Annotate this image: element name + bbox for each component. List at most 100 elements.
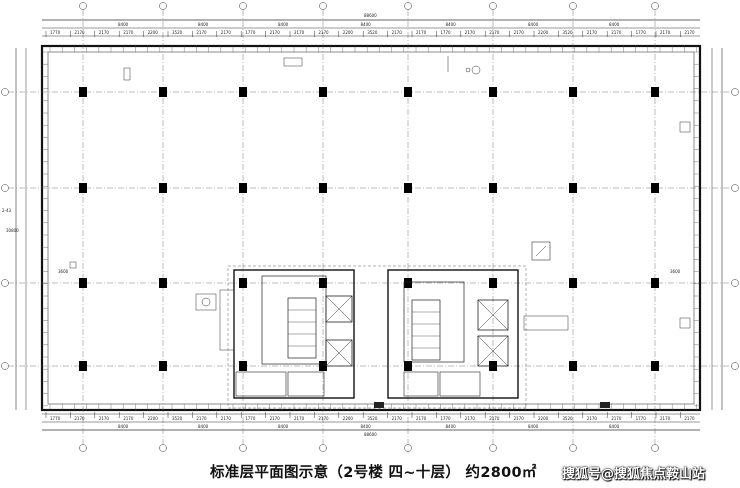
axis-bubble bbox=[79, 444, 87, 452]
sub-dimension-label: 2170 bbox=[611, 30, 622, 35]
right-core bbox=[387, 241, 569, 399]
structural-column bbox=[569, 361, 577, 371]
structural-column bbox=[569, 183, 577, 193]
sub-dimension-label: 3520 bbox=[367, 416, 378, 421]
sub-dimension-label: 1770 bbox=[636, 416, 647, 421]
sub-dimension-label: 2170 bbox=[684, 416, 695, 421]
sub-dimension-label: 2170 bbox=[123, 30, 134, 35]
sub-dimension-label: 2170 bbox=[318, 30, 329, 35]
sub-dimension-label: 2170 bbox=[392, 30, 403, 35]
sub-dimension-label: 3520 bbox=[172, 416, 183, 421]
axis-bubble bbox=[404, 2, 412, 10]
bay-dimension-label: 8400 bbox=[528, 22, 539, 27]
structural-column bbox=[569, 278, 577, 288]
structural-column bbox=[239, 361, 247, 371]
sub-dimension-label: 2170 bbox=[416, 30, 427, 35]
axis-bubble bbox=[239, 2, 247, 10]
structural-grid: 8400 8400 8400 8400 8400 8400 8400 8400 8400 8400… bbox=[1, 2, 739, 452]
sub-dimension-label: 2170 bbox=[74, 30, 85, 35]
sub-dimension-label: 3520 bbox=[172, 30, 183, 35]
axis-bubble bbox=[731, 279, 739, 287]
axis-bubble bbox=[319, 444, 327, 452]
structural-column bbox=[319, 278, 327, 288]
axis-bubble bbox=[569, 2, 577, 10]
sub-dimension-label: 2170 bbox=[611, 416, 622, 421]
sub-dimension-label: 1770 bbox=[50, 30, 61, 35]
source-watermark: 搜狐号@搜狐焦点鞍山站 bbox=[562, 467, 706, 482]
sub-dimension-label: 2170 bbox=[99, 416, 110, 421]
sub-dimension-label: 3520 bbox=[367, 30, 378, 35]
sub-dimension-label: 1770 bbox=[440, 416, 451, 421]
sub-dimension-label: 2170 bbox=[221, 30, 232, 35]
sub-dimension-label: 2200 bbox=[148, 30, 159, 35]
left-core bbox=[195, 269, 355, 399]
structural-column bbox=[651, 87, 659, 97]
axis-bubble bbox=[159, 444, 167, 452]
sub-dimension-label: 2170 bbox=[489, 30, 500, 35]
sub-dimension-label: 2170 bbox=[221, 416, 232, 421]
sub-dimension-label: 2170 bbox=[587, 416, 598, 421]
structural-column bbox=[489, 183, 497, 193]
bay-dimension-label: 8400 bbox=[609, 424, 620, 429]
floor-plan-drawing: 88600 88600 30800 2-43 84008400840084008… bbox=[1, 2, 739, 452]
structural-column bbox=[79, 278, 87, 288]
structural-column bbox=[404, 278, 412, 288]
sub-dimension-label: 1770 bbox=[245, 30, 256, 35]
sub-dimension-label: 2170 bbox=[660, 416, 671, 421]
bay-dimension-label: 8400 bbox=[609, 22, 620, 27]
axis-bubble bbox=[1, 362, 9, 370]
sub-dimension-label: 2200 bbox=[148, 416, 159, 421]
sub-dimension-label: 2170 bbox=[196, 416, 207, 421]
sub-dimension-label: 2170 bbox=[270, 416, 281, 421]
sub-dimension-label: 2170 bbox=[294, 30, 305, 35]
bay-dimension-label: 8400 bbox=[118, 424, 129, 429]
sub-dimension-label: 2170 bbox=[392, 416, 403, 421]
bay-dimension-label: 8400 bbox=[198, 424, 209, 429]
axis-note: 2-43 bbox=[2, 208, 12, 213]
structural-column bbox=[569, 87, 577, 97]
overall-dimension-label-bottom: 88600 bbox=[364, 432, 377, 437]
structural-column bbox=[319, 87, 327, 97]
axis-bubble bbox=[731, 184, 739, 192]
axis-bubble bbox=[651, 444, 659, 452]
overall-dimension-label: 88600 bbox=[364, 13, 377, 18]
bay-dimension-label: 8400 bbox=[361, 22, 372, 27]
axis-bubble bbox=[731, 362, 739, 370]
sub-dimension-label: 2200 bbox=[538, 416, 549, 421]
axis-bubble bbox=[489, 444, 497, 452]
sub-dimension-label: 2170 bbox=[294, 416, 305, 421]
structural-column bbox=[489, 278, 497, 288]
structural-column bbox=[79, 183, 87, 193]
structural-column bbox=[239, 278, 247, 288]
sub-dimension-label: 2200 bbox=[538, 30, 549, 35]
structural-column bbox=[404, 361, 412, 371]
axis-bubble bbox=[1, 184, 9, 192]
structural-column bbox=[239, 87, 247, 97]
sub-dimension-label: 2170 bbox=[196, 30, 207, 35]
sub-dimension-label: 3520 bbox=[562, 30, 573, 35]
bay-dimension-label: 8400 bbox=[361, 424, 372, 429]
side-dimension-label: 30800 bbox=[6, 228, 19, 233]
bay-dimension-label: 8400 bbox=[278, 22, 289, 27]
structural-column bbox=[404, 87, 412, 97]
structural-column bbox=[159, 183, 167, 193]
sub-dimension-label: 2170 bbox=[74, 416, 85, 421]
axis-bubble bbox=[569, 444, 577, 452]
structural-column bbox=[651, 183, 659, 193]
bay-label-right: 3600 bbox=[670, 269, 681, 274]
axis-bubble bbox=[239, 444, 247, 452]
axis-bubble bbox=[404, 444, 412, 452]
sub-dimension-label: 2170 bbox=[465, 30, 476, 35]
sub-dimension-label: 2170 bbox=[416, 416, 427, 421]
sub-dimension-label: 2170 bbox=[514, 30, 525, 35]
bay-dimension-label: 8400 bbox=[118, 22, 129, 27]
axis-bubble bbox=[731, 88, 739, 96]
bay-dimension-label: 8400 bbox=[278, 424, 289, 429]
axis-bubble bbox=[319, 2, 327, 10]
sub-dimension-label: 2170 bbox=[123, 416, 134, 421]
structural-column bbox=[651, 278, 659, 288]
structural-column bbox=[489, 87, 497, 97]
structural-column bbox=[79, 87, 87, 97]
bay-dimension-label: 8400 bbox=[446, 22, 457, 27]
sub-dimension-label: 1770 bbox=[50, 416, 61, 421]
